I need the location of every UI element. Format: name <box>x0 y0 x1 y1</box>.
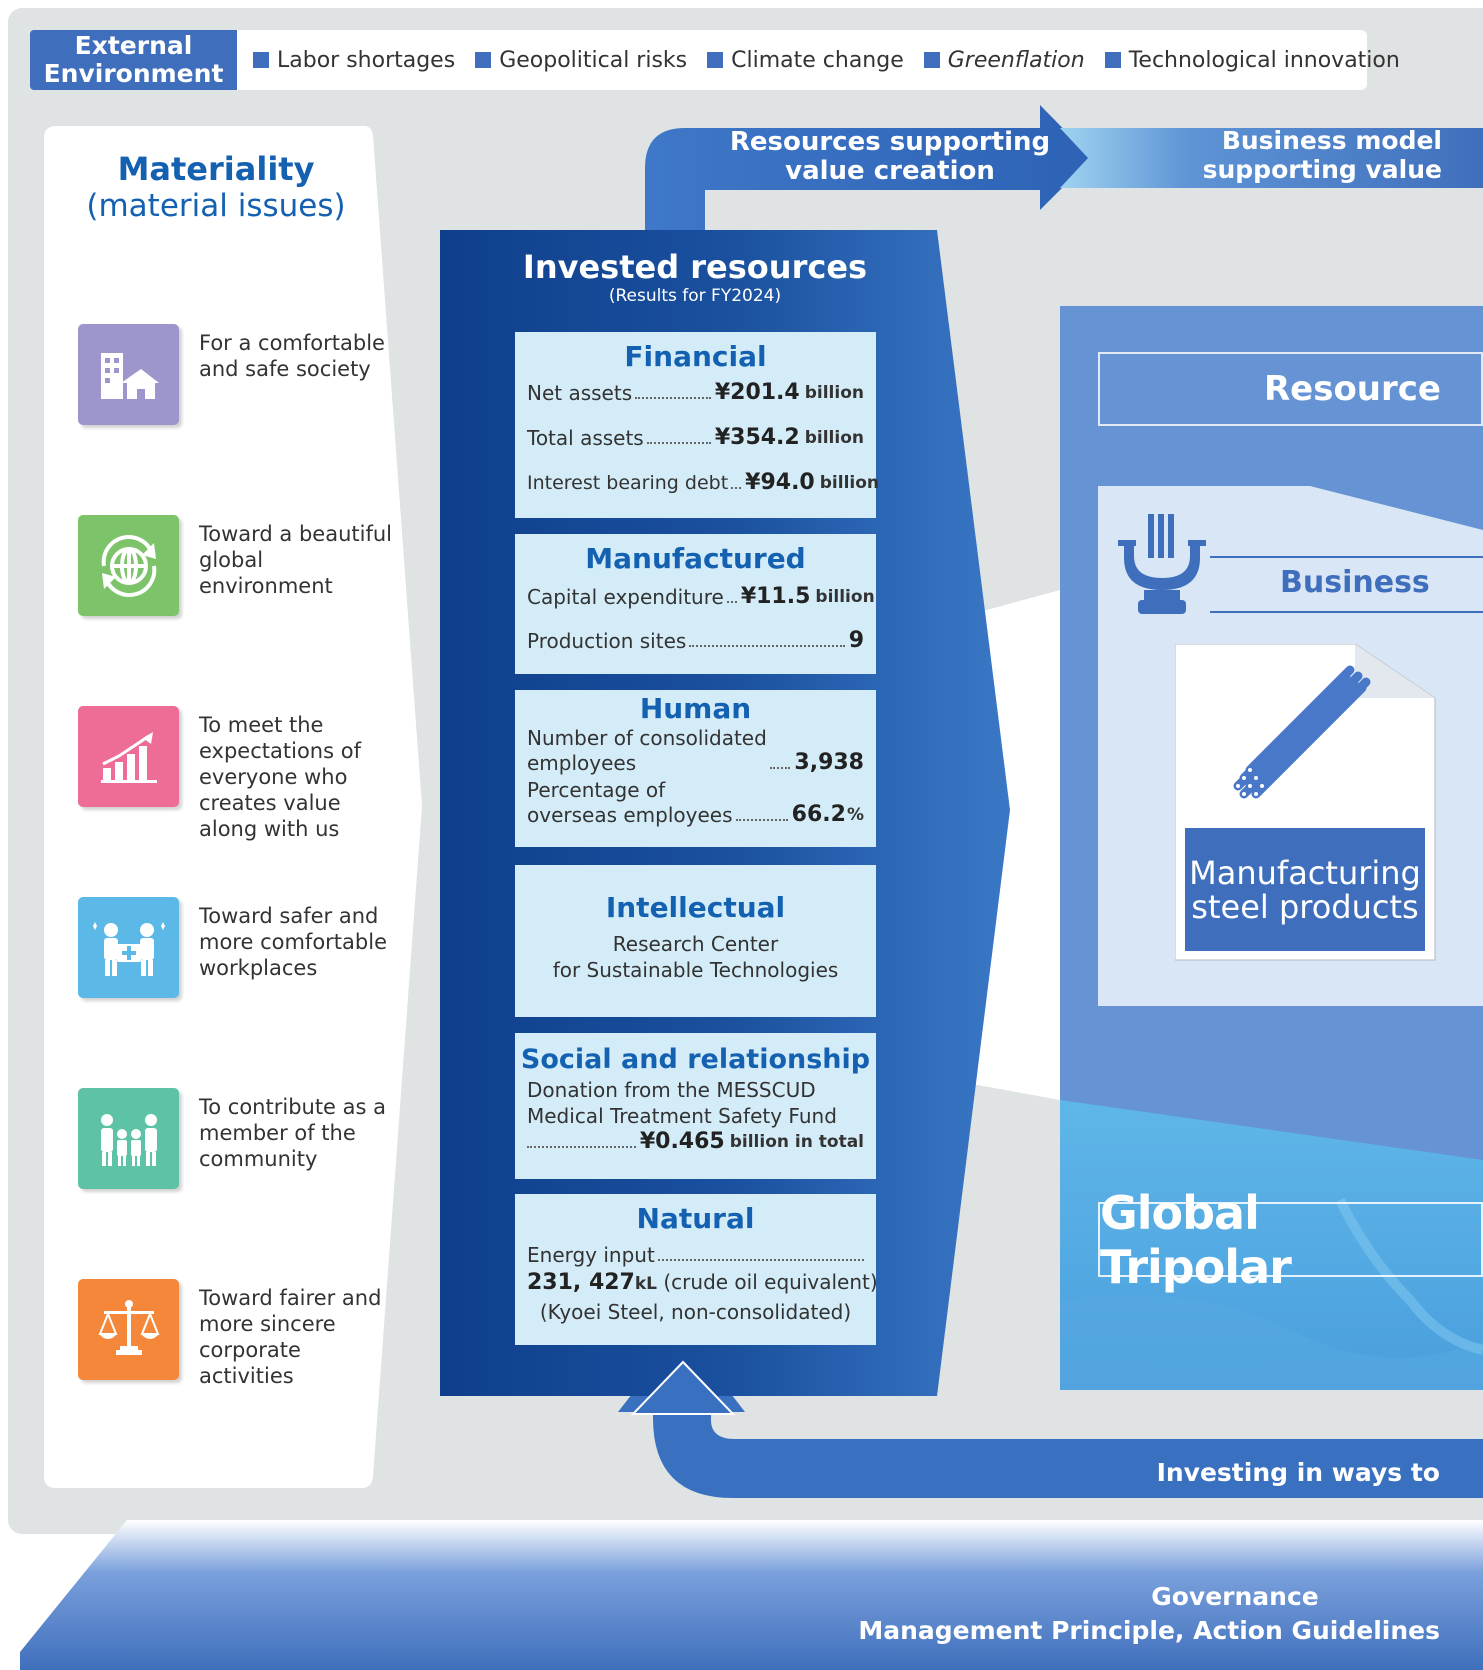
external-environment-label: External Environment <box>30 30 237 90</box>
env-item: Greenflation <box>923 48 1085 73</box>
natural-row: Energy input <box>515 1242 876 1268</box>
invested-resources-heading: Invested resources <box>522 248 868 286</box>
materiality-item-text: Toward fairer and more sincere corporate… <box>199 1286 382 1388</box>
governance-text: Governance Management Principle, Action … <box>850 1580 1440 1648</box>
square-bullet-icon <box>475 52 492 68</box>
bottom-flow-arrow <box>618 1360 1483 1498</box>
business-lines <box>1210 556 1483 613</box>
factory-mark-icon <box>1118 514 1210 622</box>
invested-resources-title: Invested resources (Results for FY2024) <box>440 248 950 306</box>
workers-first-aid-icon <box>78 897 179 998</box>
top-arrow-label: Resources supporting value creation <box>729 127 1051 186</box>
business-model-label: Business model supporting value <box>1202 126 1442 184</box>
business-label: Business <box>1280 565 1430 600</box>
financial-title: Financial <box>624 340 767 373</box>
globe-cycle-icon <box>78 515 179 616</box>
materiality-subheading: (material issues) <box>86 188 346 224</box>
social-card: Social and relationship Donation from th… <box>515 1033 876 1179</box>
natural-title: Natural <box>636 1202 755 1235</box>
intellectual-line: Research Center <box>612 932 779 956</box>
manufacturing-label: Manufacturing steel products <box>1183 826 1427 953</box>
scales-icon <box>78 1279 179 1380</box>
materiality-item: Toward fairer and more sincere corporate… <box>78 1279 408 1388</box>
materiality-item: For a comfortable and safe society <box>78 324 408 432</box>
square-bullet-icon <box>1104 52 1121 68</box>
natural-value-line: 231, 427kL (crude oil equivalent) <box>527 1270 878 1295</box>
top-flow-arrow <box>645 105 1483 235</box>
natural-note: (Kyoei Steel, non-consolidated) <box>539 1300 852 1324</box>
square-bullet-icon <box>253 52 269 68</box>
family-icon <box>78 1088 179 1189</box>
materiality-item: To meet the expectations of everyone who… <box>78 706 408 841</box>
natural-card: Natural Energy input 231, 427kL (crude o… <box>515 1194 878 1345</box>
manufactured-title: Manufactured <box>585 542 806 575</box>
growth-chart-icon <box>78 706 179 807</box>
materiality-heading: Materiality <box>117 150 315 188</box>
materiality-item: Toward safer and more comfortable workpl… <box>78 897 408 1005</box>
env-item: Technological innovation <box>1104 48 1400 73</box>
env-item: Geopolitical risks <box>475 48 687 73</box>
social-line: Medical Treatment Safety Fund <box>527 1104 837 1128</box>
up-arrowhead <box>630 1360 736 1415</box>
building-house-icon <box>78 324 179 425</box>
invested-resources-subtitle: (Results for FY2024) <box>608 286 782 306</box>
materiality-title: Materiality (material issues) <box>46 150 386 224</box>
governance-subtitle: Management Principle, Action Guidelines <box>858 1616 1440 1645</box>
bottom-arrow-label: Investing in ways to <box>1156 1458 1440 1487</box>
governance-title: Governance <box>1151 1582 1319 1611</box>
materiality-item-text: To meet the expectations of everyone who… <box>199 713 361 841</box>
materiality-item: To contribute as a member of the communi… <box>78 1088 408 1196</box>
steel-bars-icon <box>1220 660 1390 814</box>
manufactured-row: Production sites 9 <box>527 628 864 653</box>
env-item: Climate change <box>707 48 904 73</box>
human-title: Human <box>639 692 752 725</box>
intellectual-line: for Sustainable Technologies <box>552 958 839 982</box>
global-tripolar-box: Global Tripolar <box>1098 1186 1483 1294</box>
social-line: Donation from the MESSCUD <box>527 1078 816 1102</box>
square-bullet-icon <box>707 52 724 68</box>
external-environment-list: Labor shortages Geopolitical risks Clima… <box>237 30 1400 90</box>
intellectual-title: Intellectual <box>605 891 786 924</box>
materiality-item-text: To contribute as a member of the communi… <box>199 1095 387 1171</box>
governance-band <box>20 1520 1483 1670</box>
social-title: Social and relationship <box>520 1044 871 1075</box>
env-item: Labor shortages <box>253 48 455 73</box>
square-bullet-icon <box>923 52 940 68</box>
materiality-item-text: Toward safer and more comfortable workpl… <box>199 904 387 980</box>
materiality-item-text: For a comfortable and safe society <box>199 331 385 381</box>
materiality-item-text: Toward a beautiful global environment <box>199 522 392 598</box>
resource-box: Resource <box>1098 352 1483 426</box>
materiality-item: Toward a beautiful global environment <box>78 515 408 623</box>
intellectual-card: Intellectual Research Center for Sustain… <box>515 865 876 1017</box>
